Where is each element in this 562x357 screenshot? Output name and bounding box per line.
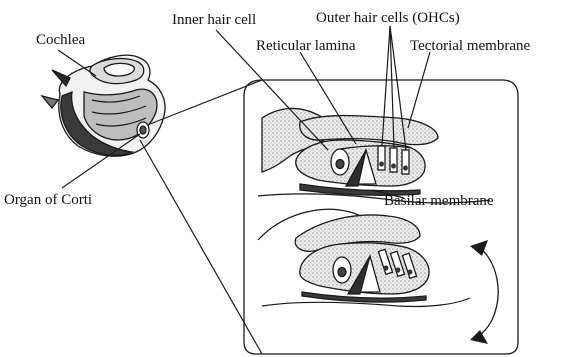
label-tectorial-membrane: Tectorial membrane (410, 38, 530, 54)
label-organ-of-corti: Organ of Corti (4, 192, 92, 208)
cochlea-illustration (42, 55, 165, 156)
label-inner-hair-cell: Inner hair cell (172, 12, 256, 28)
label-cochlea: Cochlea (36, 32, 85, 48)
label-reticular-lamina: Reticular lamina (256, 38, 356, 54)
label-outer-hair-cells: Outer hair cells (OHCs) (316, 10, 460, 26)
label-basilar-membrane: Basilar membrane (384, 193, 494, 209)
